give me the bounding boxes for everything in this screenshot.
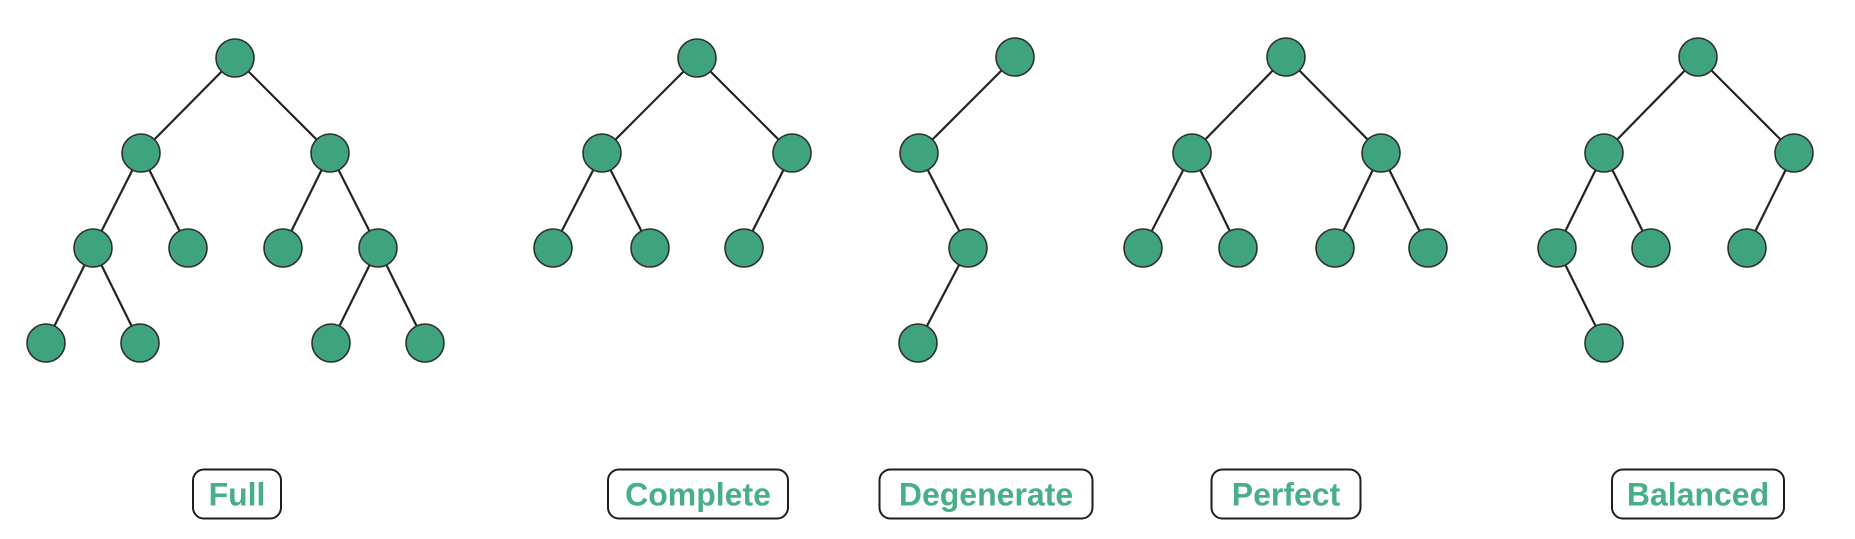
tree-label-full: Full [192, 468, 282, 520]
tree-node [1727, 228, 1767, 268]
tree-node [724, 228, 764, 268]
tree-node [899, 133, 939, 173]
tree-degenerate [898, 37, 1035, 363]
tree-node [1266, 37, 1306, 77]
tree-node [1584, 133, 1624, 173]
tree-node [1361, 133, 1401, 173]
tree-edge [918, 56, 1016, 154]
tree-node [1172, 133, 1212, 173]
tree-node [898, 323, 938, 363]
tree-label-perfect: Perfect [1210, 468, 1362, 520]
tree-node [120, 323, 160, 363]
tree-edge [1697, 56, 1795, 154]
tree-node [358, 228, 398, 268]
tree-node [582, 133, 622, 173]
tree-node [533, 228, 573, 268]
tree-node [995, 37, 1035, 77]
tree-node [677, 38, 717, 78]
tree-node [310, 133, 350, 173]
tree-node [1584, 323, 1624, 363]
tree-node [405, 323, 445, 363]
tree-node [1678, 37, 1718, 77]
tree-node [1218, 228, 1258, 268]
tree-node [1774, 133, 1814, 173]
tree-node [1123, 228, 1163, 268]
tree-node [311, 323, 351, 363]
tree-node [630, 228, 670, 268]
tree-node [73, 228, 113, 268]
tree-node [1537, 228, 1577, 268]
tree-node [1631, 228, 1671, 268]
tree-node [121, 133, 161, 173]
tree-edge [1603, 56, 1699, 154]
tree-node [263, 228, 303, 268]
tree-node [1408, 228, 1448, 268]
tree-edge [696, 57, 793, 154]
tree-node [26, 323, 66, 363]
tree-node [168, 228, 208, 268]
tree-node [1315, 228, 1355, 268]
tree-label-complete: Complete [607, 468, 789, 520]
tree-edge [140, 57, 236, 154]
tree-complete [533, 38, 812, 268]
tree-perfect [1123, 37, 1448, 268]
tree-full [26, 38, 445, 363]
tree-edge [1191, 56, 1287, 154]
tree-edge [1285, 56, 1382, 154]
tree-edge [601, 57, 698, 154]
tree-node [215, 38, 255, 78]
tree-label-degenerate: Degenerate [878, 468, 1094, 520]
tree-edge [234, 57, 331, 154]
tree-label-balanced: Balanced [1611, 468, 1785, 520]
tree-balanced [1537, 37, 1814, 363]
tree-node [772, 133, 812, 173]
tree-node [948, 228, 988, 268]
